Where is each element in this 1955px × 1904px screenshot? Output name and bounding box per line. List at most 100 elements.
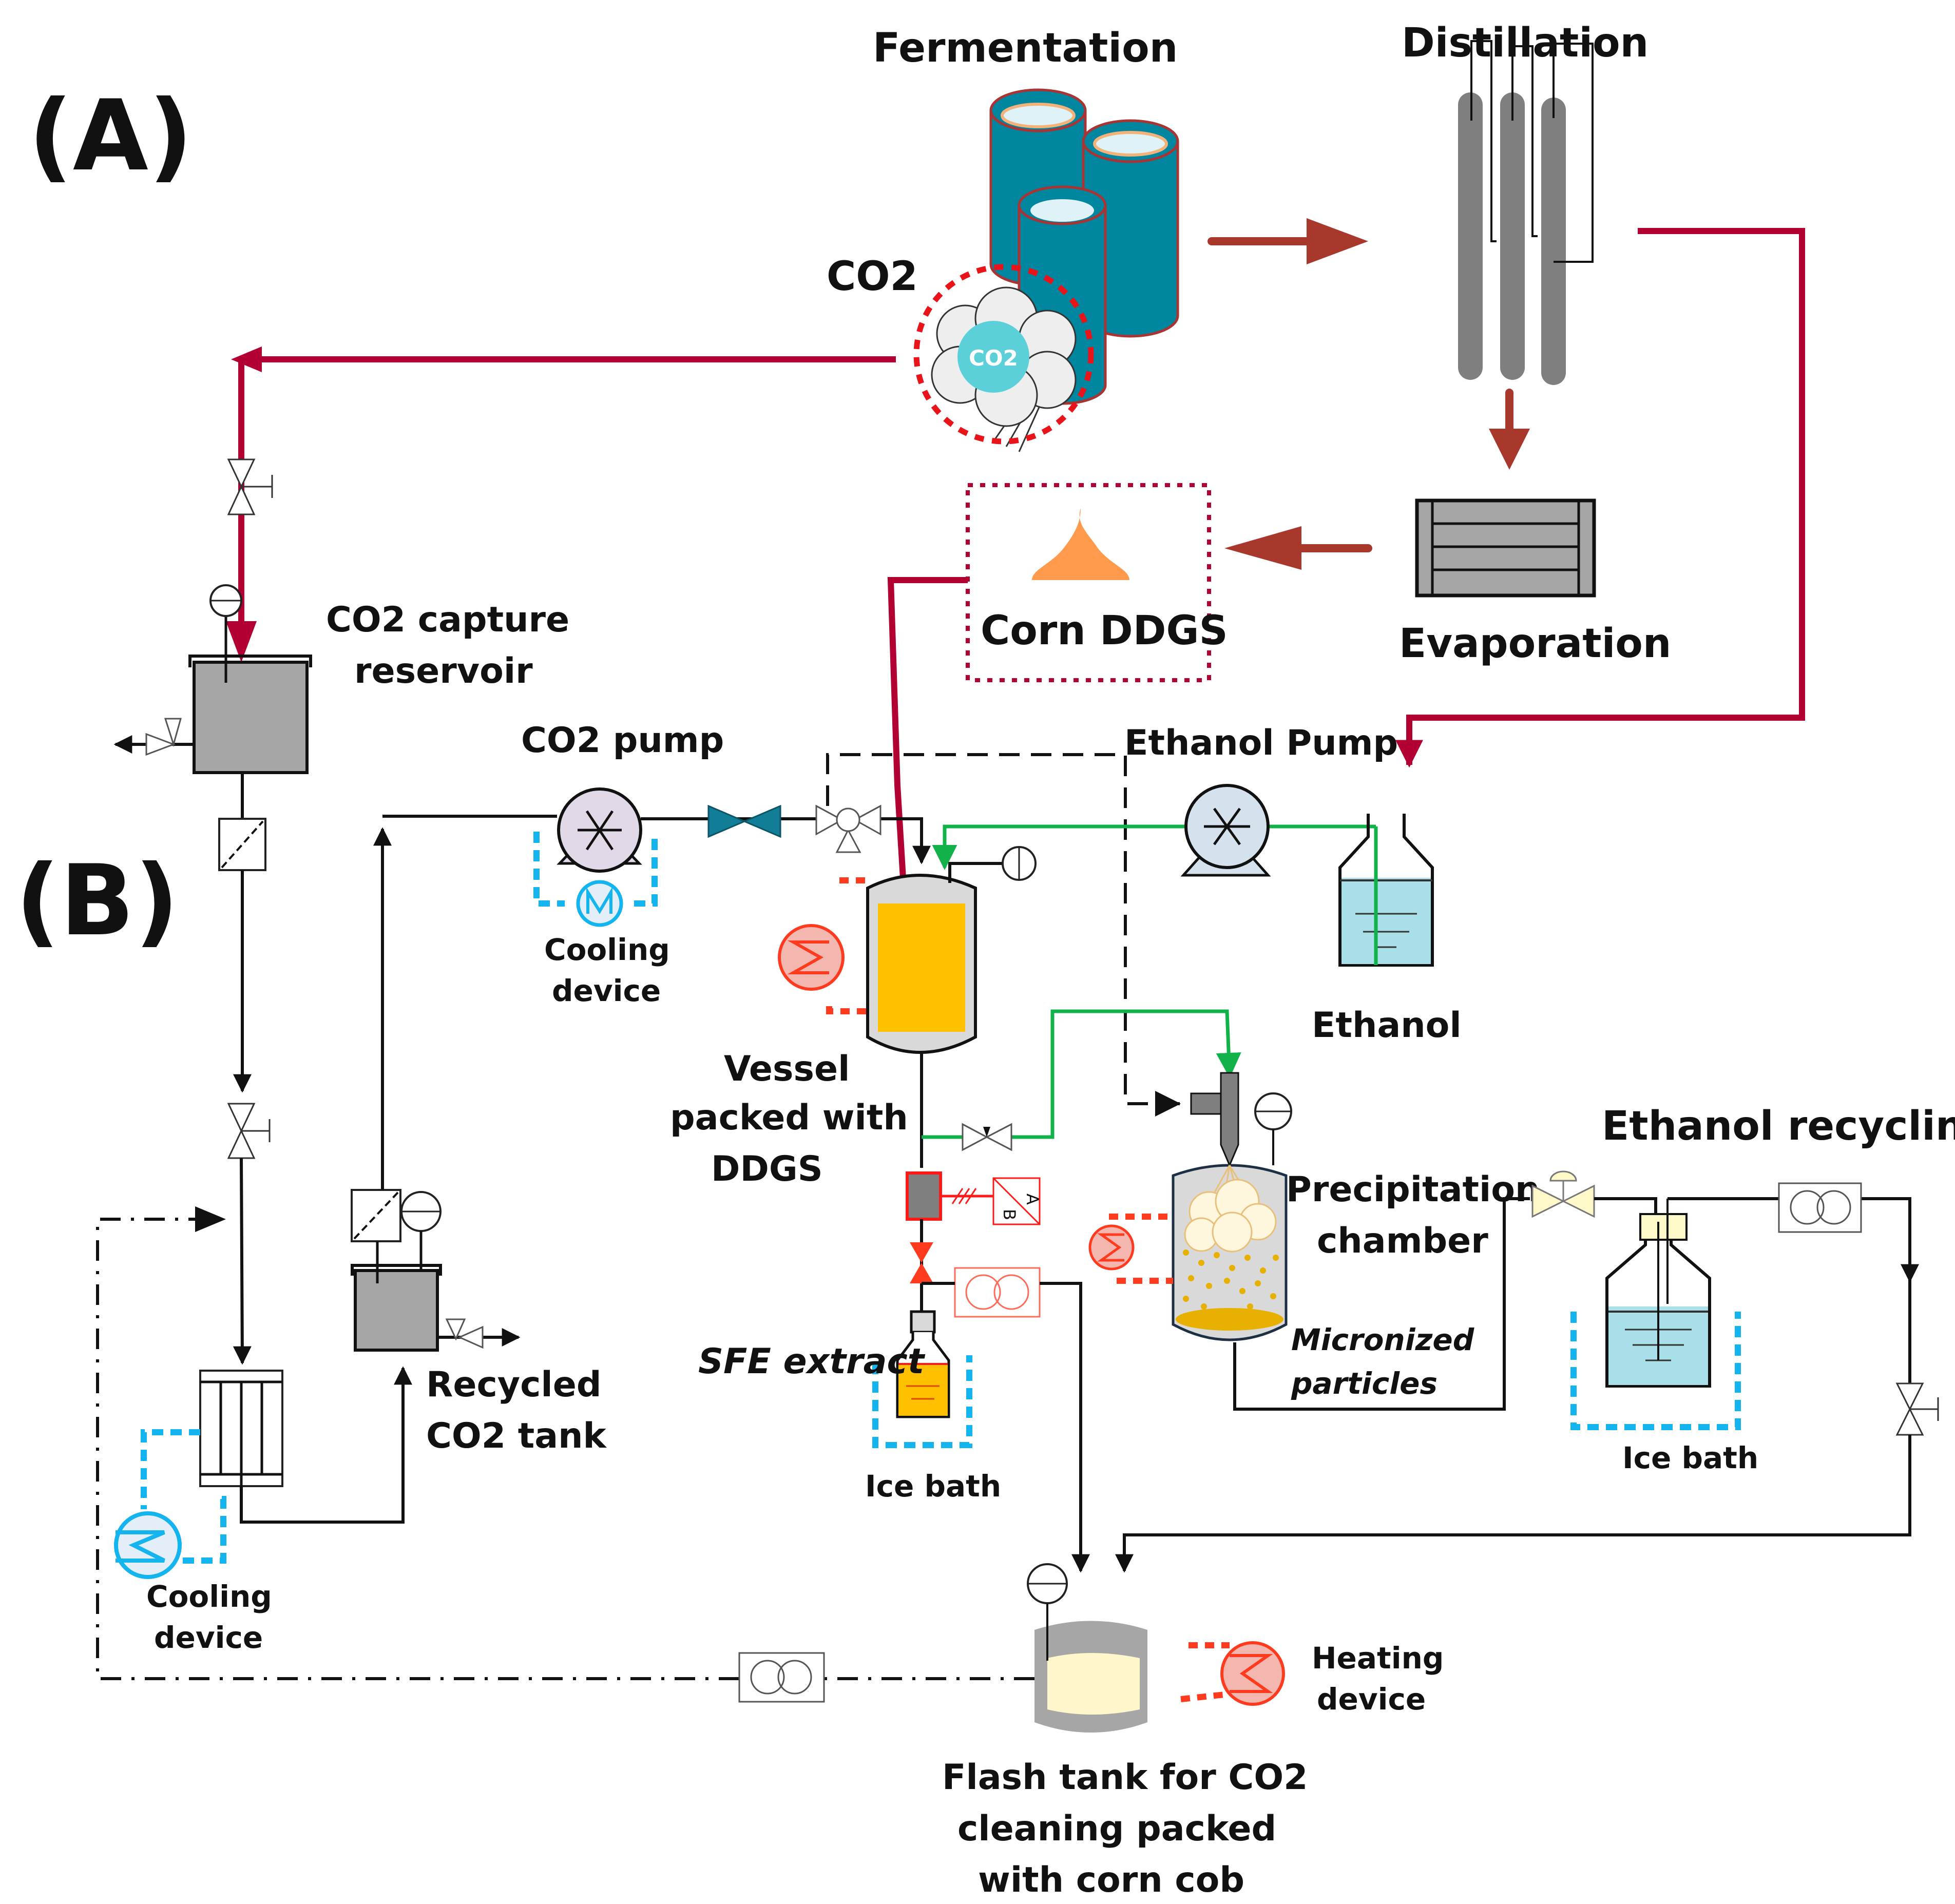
- distillation-columns-icon: [1458, 40, 1594, 385]
- stream-condenser-to-recycled-tank: [240, 1366, 412, 1524]
- ddgs-bed: [878, 903, 965, 1032]
- sfe-extract-label: SFE extract: [698, 1341, 926, 1382]
- arrow-head-capture: [226, 621, 257, 662]
- cooling-device-hx-label-2: device: [154, 1620, 263, 1655]
- ice-bath-sfe-label: Ice bath: [865, 1469, 1001, 1504]
- corn-ddgs-box: [966, 483, 1211, 682]
- cooling-loop-condenser: [141, 1429, 226, 1564]
- fermentation-tanks-icon: [989, 88, 1179, 405]
- flash-tank-label-1: Flash tank for CO2: [942, 1757, 1308, 1798]
- stream-distillation-to-ethanol: [1395, 228, 1805, 768]
- extraction-vessel: [866, 846, 1037, 1054]
- stream-to-flash-tank-1: [922, 1282, 1081, 1571]
- cooling-loop-pump: [533, 832, 658, 907]
- panel-b-label: (B): [15, 844, 179, 957]
- recycled-tank-label-1: Recycled: [426, 1364, 602, 1405]
- cooling-device-pump-label-1: Cooling: [544, 932, 670, 967]
- condenser-icon: [199, 1370, 283, 1487]
- co2-emission-icon: CO2: [913, 264, 1094, 452]
- shutoff-valve-icon[interactable]: [707, 804, 781, 838]
- arrow-head-co2: [231, 347, 262, 372]
- ethanol-label: Ethanol: [1312, 1005, 1462, 1046]
- filter-icon: [218, 773, 266, 871]
- co2-bubble-label: CO2: [969, 345, 1018, 371]
- flowmeter-flash-icon: [738, 1652, 825, 1703]
- stream-ddgs-to-vessel: [887, 577, 968, 907]
- analyzer-ab-box: A B: [992, 1177, 1042, 1225]
- manual-valve-line[interactable]: [227, 1103, 271, 1159]
- ddgs-powder-icon: [1032, 508, 1129, 580]
- stream-to-flash-tank-2: [1115, 1435, 1911, 1573]
- vessel-label-2: packed with: [670, 1098, 908, 1138]
- needle-valve-icon[interactable]: [962, 1123, 1012, 1151]
- recycled-co2-tank: [351, 1189, 521, 1352]
- heating-loop-flash: [1180, 1642, 1230, 1702]
- precipitation-label-2: chamber: [1317, 1221, 1488, 1261]
- flash-tank-label-2: cleaning packed: [957, 1809, 1276, 1849]
- process-arrow-distillation-to-evaporation: [1489, 389, 1530, 470]
- ice-bath-recycling: [1570, 1312, 1741, 1430]
- control-valve-icon[interactable]: [1531, 1170, 1595, 1218]
- cooling-device-icon-condenser[interactable]: [114, 1511, 182, 1579]
- micronized-label-2: particles: [1291, 1366, 1437, 1401]
- stream-flash-recirculation: [96, 1218, 1034, 1680]
- heating-device-icon[interactable]: [1220, 1641, 1285, 1706]
- manual-valve-capture[interactable]: [227, 458, 273, 515]
- relief-valve-icon: [445, 1318, 484, 1349]
- ice-bath-sfe: [872, 1355, 972, 1448]
- analyzer-a-label: A: [1023, 1194, 1042, 1205]
- ethanol-reservoir: [1338, 814, 1434, 967]
- co2-pump[interactable]: [557, 787, 642, 873]
- panel-a-label: (A): [28, 79, 193, 193]
- relief-valve-icon: [145, 718, 182, 756]
- control-line-dashed: [826, 753, 1181, 1105]
- arrow-head-recirculation: [195, 1206, 226, 1232]
- co2-capture-reservoir: [113, 584, 312, 774]
- evaporator-icon: [1415, 498, 1596, 598]
- stream-chamber-to-recycling: [1233, 1197, 1530, 1411]
- sfe-extract-vial: [896, 1310, 950, 1418]
- precipitation-chamber: [1172, 1164, 1288, 1341]
- micronized-label-1: Micronized: [1291, 1322, 1474, 1357]
- heating-device-label-2: device: [1317, 1682, 1426, 1717]
- nozzle-icon: [1190, 1072, 1292, 1167]
- evaporation-label: Evaporation: [1399, 621, 1671, 667]
- manual-valve-recycling[interactable]: [1895, 1382, 1939, 1436]
- co2-pump-label: CO2 pump: [521, 720, 724, 761]
- recycled-tank-label-2: CO2 tank: [426, 1416, 607, 1456]
- analyzer-b-label: B: [1000, 1209, 1019, 1220]
- distillation-label: Distillation: [1402, 20, 1649, 66]
- process-arrow-evaporation-to-ddgs: [1224, 526, 1372, 570]
- stream-ethanol-to-nozzle: [922, 1009, 1230, 1139]
- heater-icon-chamber[interactable]: [1088, 1224, 1135, 1271]
- heating-loop-chamber: [1109, 1214, 1173, 1284]
- precipitation-label-1: Precipitation: [1286, 1169, 1540, 1210]
- heating-device-label-1: Heating: [1312, 1641, 1444, 1676]
- back-pressure-regulator[interactable]: [906, 1171, 993, 1221]
- ethanol-pump-label: Ethanol Pump: [1124, 723, 1398, 763]
- corn-ddgs-label: Corn DDGS: [981, 608, 1228, 654]
- heating-loop-vessel: [826, 877, 868, 1014]
- vessel-label-3: DDGS: [711, 1149, 823, 1189]
- heater-icon-vessel[interactable]: [778, 924, 845, 991]
- ethanol-recycling-bottle: [1605, 1199, 1711, 1388]
- process-arrow-fermentation-to-distillation: [1208, 218, 1368, 264]
- three-way-valve-icon[interactable]: [815, 804, 881, 853]
- co2-gas-label: CO2: [827, 254, 918, 300]
- cooling-device-pump-label-2: device: [552, 973, 661, 1008]
- cooling-device-hx-label-1: Cooling: [146, 1579, 272, 1614]
- stream-to-condenser: [233, 1158, 252, 1365]
- flowmeter-sfe-icon: [954, 1267, 1041, 1318]
- flash-tank: [1027, 1563, 1147, 1733]
- ethanol-recycling-label: Ethanol recycling: [1602, 1103, 1955, 1149]
- fermentation-label: Fermentation: [873, 25, 1178, 71]
- co2-capture-label-1: CO2 capture: [326, 600, 569, 640]
- flash-tank-label-3: with corn cob: [978, 1860, 1244, 1900]
- cooling-device-icon-pump[interactable]: [576, 880, 623, 927]
- arrow-head-dashed: [1155, 1091, 1181, 1117]
- stream-recycling-out: [1667, 1197, 1910, 1281]
- ethanol-pump[interactable]: [1180, 784, 1271, 877]
- vessel-label-1: Vessel: [724, 1049, 850, 1089]
- red-shutoff-valve-icon[interactable]: [910, 1242, 933, 1283]
